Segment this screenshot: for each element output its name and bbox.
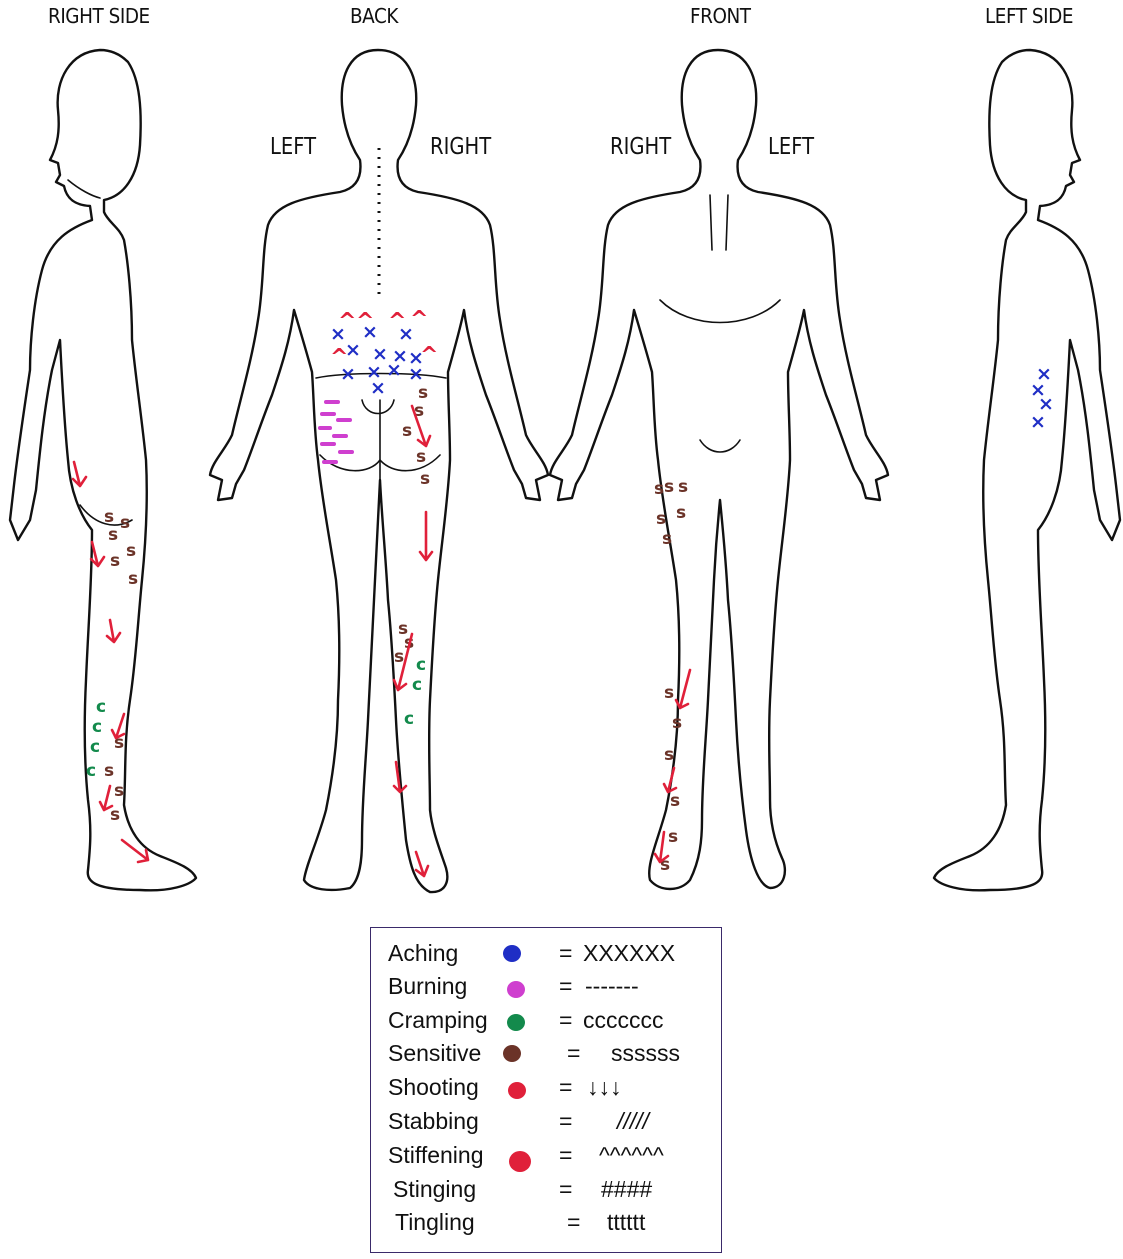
legend-label: Stinging bbox=[393, 1176, 476, 1203]
legend-label: Burning bbox=[388, 973, 467, 1000]
svg-text:s: s bbox=[672, 713, 682, 733]
figure-front bbox=[550, 50, 888, 889]
svg-text:×: × bbox=[370, 377, 386, 399]
legend-equals: = bbox=[559, 940, 572, 967]
legend-symbol: XXXXXX bbox=[583, 940, 675, 967]
svg-text:×: × bbox=[345, 339, 361, 361]
legend-row-sensitive: Sensitive = ssssss bbox=[371, 1040, 721, 1073]
burning-color-dot bbox=[507, 981, 525, 998]
legend-label: Tingling bbox=[395, 1209, 475, 1236]
svg-text:s: s bbox=[114, 781, 124, 801]
svg-text:×: × bbox=[330, 323, 346, 345]
svg-text:c: c bbox=[86, 761, 96, 781]
figure-left-side bbox=[934, 50, 1120, 890]
aching-color-dot bbox=[503, 945, 521, 962]
svg-text:s: s bbox=[120, 513, 130, 533]
legend-label: Stiffening bbox=[388, 1142, 483, 1169]
figure-right-side bbox=[10, 50, 196, 890]
legend-equals: = bbox=[567, 1209, 580, 1236]
body-diagram: ^ ^ ^ ^ ^ ^ × × × × × × × × × × × × s s … bbox=[0, 0, 1123, 920]
svg-text:s: s bbox=[110, 551, 120, 571]
svg-text:s: s bbox=[664, 683, 674, 703]
legend-label: Cramping bbox=[388, 1007, 488, 1034]
svg-text:c: c bbox=[90, 737, 100, 757]
legend-symbol: tttttt bbox=[607, 1209, 645, 1236]
svg-text:×: × bbox=[340, 363, 356, 385]
svg-text:c: c bbox=[92, 717, 102, 737]
svg-text:s: s bbox=[420, 469, 430, 489]
legend-symbol: ssssss bbox=[611, 1040, 680, 1067]
svg-text:s: s bbox=[670, 791, 680, 811]
svg-text:s: s bbox=[418, 383, 428, 403]
legend-label: Shooting bbox=[388, 1074, 479, 1101]
legend-symbol: ///// bbox=[617, 1108, 649, 1135]
legend-symbol: #### bbox=[601, 1176, 652, 1203]
svg-text:s: s bbox=[664, 745, 674, 765]
legend-row-shooting: Shooting = ↓↓↓ bbox=[371, 1074, 721, 1107]
legend-equals: = bbox=[559, 1007, 572, 1034]
shooting-color-dot bbox=[508, 1082, 526, 1099]
legend-symbol: ^^^^^^ bbox=[599, 1142, 664, 1169]
svg-text:s: s bbox=[678, 477, 688, 497]
legend-equals: = bbox=[559, 1142, 572, 1169]
svg-text:c: c bbox=[404, 709, 414, 729]
legend-label: Sensitive bbox=[388, 1040, 481, 1067]
figure-back bbox=[210, 50, 548, 892]
svg-text:s: s bbox=[668, 827, 678, 847]
svg-text:s: s bbox=[676, 503, 686, 523]
svg-text:×: × bbox=[398, 323, 414, 345]
svg-text:s: s bbox=[126, 541, 136, 561]
svg-text:s: s bbox=[394, 647, 404, 667]
burning-marks-back bbox=[320, 402, 352, 462]
legend-label: Stabbing bbox=[388, 1108, 479, 1135]
legend-row-stiffening: Stiffening = ^^^^^^ bbox=[371, 1142, 721, 1175]
svg-text:s: s bbox=[662, 529, 672, 549]
legend-row-cramping: Cramping = ccccccc bbox=[371, 1007, 721, 1040]
legend-row-stabbing: Stabbing = ///// bbox=[371, 1108, 721, 1141]
legend-row-tingling: Tingling = tttttt bbox=[371, 1209, 721, 1242]
svg-text:s: s bbox=[656, 509, 666, 529]
svg-text:s: s bbox=[654, 479, 664, 499]
aching-marks-back: × × × × × × × × × × × × bbox=[330, 321, 424, 399]
svg-text:c: c bbox=[412, 675, 422, 695]
pain-legend: Aching = XXXXXX Burning = ------- Crampi… bbox=[370, 927, 722, 1253]
svg-text:s: s bbox=[416, 447, 426, 467]
legend-symbol: ------- bbox=[585, 973, 639, 1000]
legend-equals: = bbox=[559, 1176, 572, 1203]
cramping-marks: c c c c c c c bbox=[86, 655, 426, 781]
svg-text:×: × bbox=[362, 321, 378, 343]
legend-symbol: ↓↓↓ bbox=[587, 1074, 622, 1101]
svg-text:s: s bbox=[104, 761, 114, 781]
svg-text:s: s bbox=[110, 805, 120, 825]
aching-marks-left-side: × × × × bbox=[1030, 363, 1054, 433]
legend-label: Aching bbox=[388, 940, 458, 967]
svg-text:×: × bbox=[408, 363, 424, 385]
svg-text:c: c bbox=[416, 655, 426, 675]
svg-text:s: s bbox=[104, 507, 114, 527]
legend-row-stinging: Stinging = #### bbox=[371, 1176, 721, 1209]
svg-text:×: × bbox=[386, 359, 402, 381]
sensitive-color-dot bbox=[503, 1045, 521, 1062]
svg-text:c: c bbox=[96, 697, 106, 717]
svg-text:s: s bbox=[402, 421, 412, 441]
legend-equals: = bbox=[567, 1040, 580, 1067]
svg-text:s: s bbox=[108, 525, 118, 545]
svg-text:s: s bbox=[128, 569, 138, 589]
legend-row-aching: Aching = XXXXXX bbox=[371, 940, 721, 973]
sensitive-marks: s s s s s s s s s s s s s s s s s s s s … bbox=[104, 383, 688, 875]
legend-equals: = bbox=[559, 1108, 572, 1135]
legend-symbol: ccccccc bbox=[583, 1007, 664, 1034]
cramping-color-dot bbox=[507, 1014, 525, 1031]
legend-equals: = bbox=[559, 1074, 572, 1101]
legend-equals: = bbox=[559, 973, 572, 1000]
stiffening-color-dot bbox=[509, 1151, 531, 1172]
svg-text:×: × bbox=[1030, 411, 1046, 433]
svg-text:s: s bbox=[664, 477, 674, 497]
shooting-arrows bbox=[73, 406, 690, 876]
legend-row-burning: Burning = ------- bbox=[371, 973, 721, 1006]
